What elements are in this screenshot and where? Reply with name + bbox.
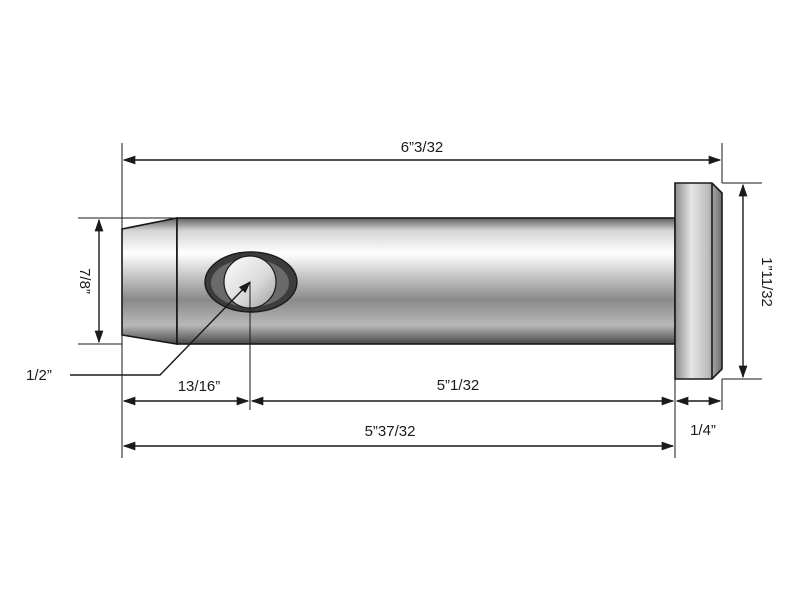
- head-diameter-label: 1”11/32: [758, 257, 775, 307]
- overall-length-label: 6”3/32: [401, 139, 444, 156]
- hole-to-head-label: 5”1/32: [437, 377, 480, 394]
- cross-hole: [204, 251, 298, 313]
- pin-head: [674, 182, 723, 380]
- shank-length-label: 5”37/32: [365, 423, 416, 440]
- extension-lines: [78, 143, 762, 458]
- pin-chamfer-tip: [121, 217, 178, 345]
- hole-offset-label: 13/16”: [178, 378, 221, 395]
- dimension-lines: [70, 155, 748, 451]
- head-thickness-label: 1/4”: [690, 422, 716, 439]
- pin-body: [121, 182, 723, 380]
- hole-diameter-label: 1/2”: [26, 367, 52, 384]
- diameter-label: 7/8”: [76, 268, 93, 294]
